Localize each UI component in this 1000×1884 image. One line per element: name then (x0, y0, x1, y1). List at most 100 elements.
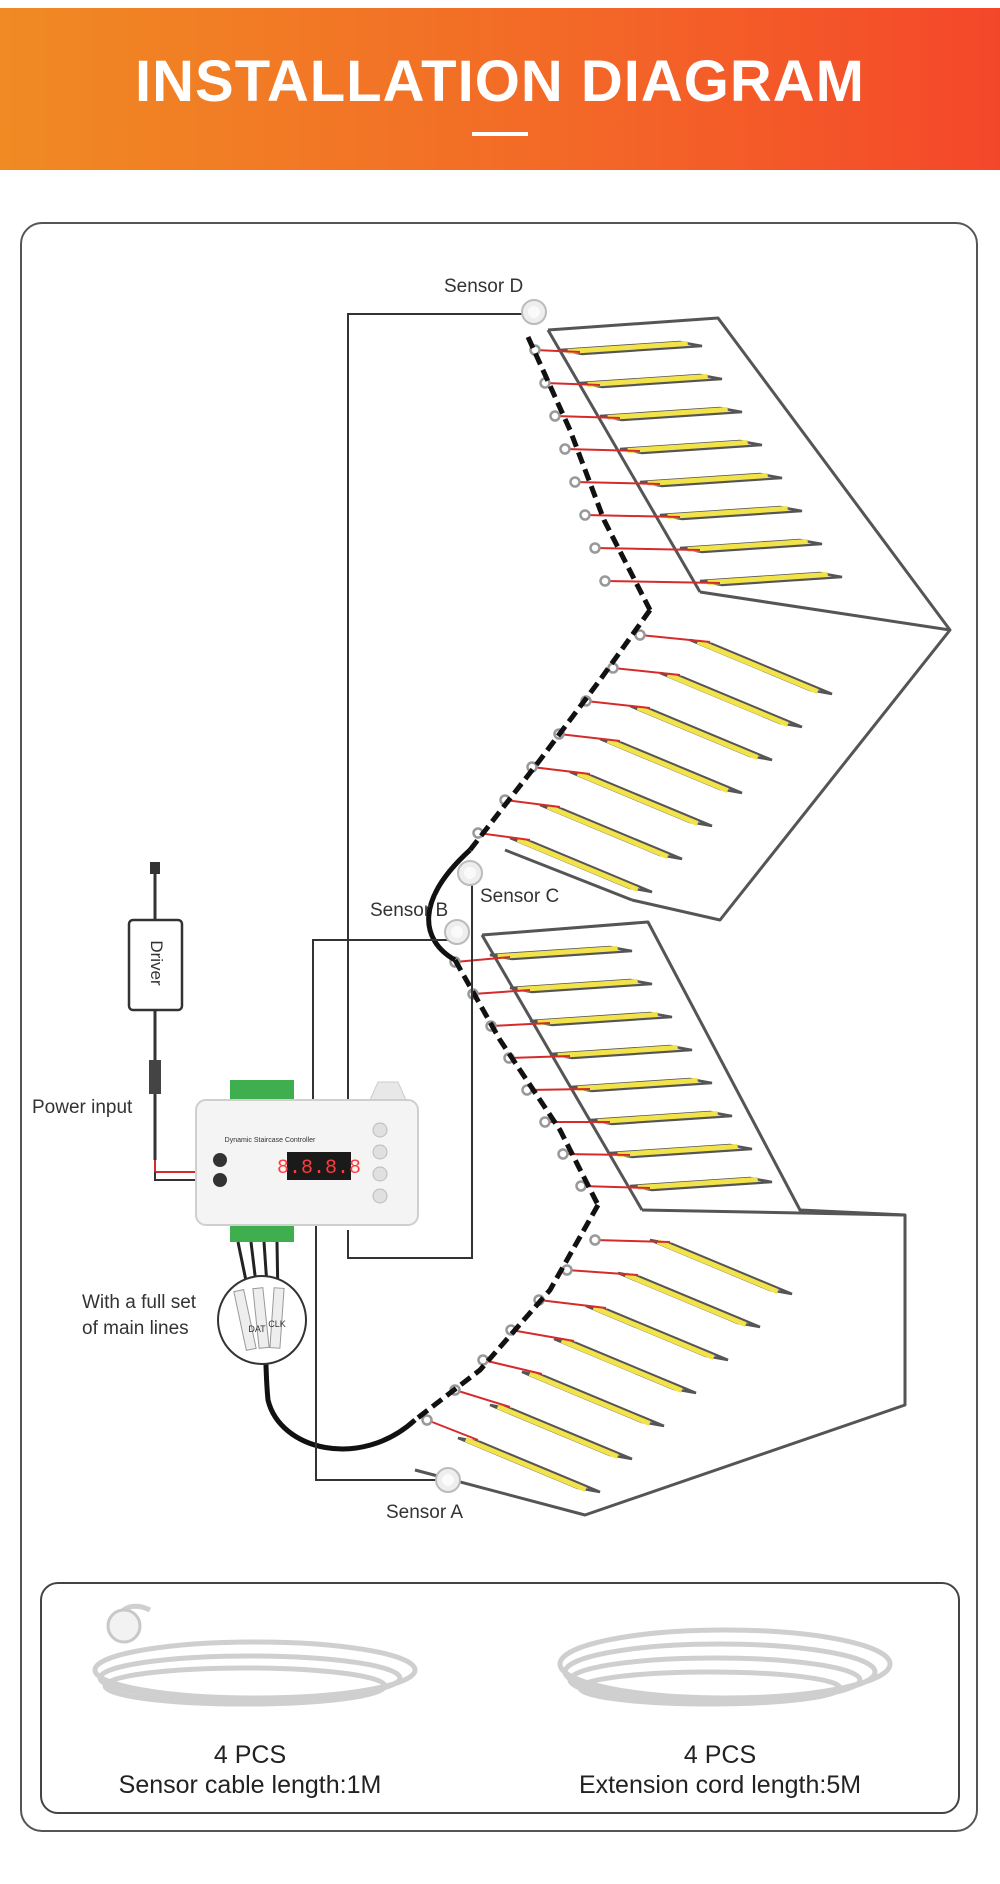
led-strip (647, 473, 768, 487)
red-wire (594, 1239, 671, 1243)
red-wire (510, 1329, 575, 1342)
sensor-d-label: Sensor D (444, 276, 524, 297)
sensor-d-icon (521, 299, 547, 325)
led-strip (627, 440, 748, 454)
sensor-b-icon (444, 919, 470, 945)
connector-node (607, 662, 619, 674)
led-strip (537, 1012, 658, 1026)
red-wire (558, 733, 621, 742)
red-wire (566, 1269, 639, 1276)
led-strip (656, 1239, 779, 1294)
led-strip (528, 1371, 651, 1426)
led-strip (637, 1177, 758, 1191)
led-strip (636, 705, 759, 760)
connector-node (539, 1116, 551, 1128)
red-wire (584, 514, 681, 518)
header-banner: INSTALLATION DIAGRAM (0, 8, 1000, 170)
connector-node (569, 476, 581, 488)
controller-display: 8.8.8.8 (277, 1157, 361, 1180)
led-strip (560, 1338, 683, 1393)
red-wire (564, 448, 641, 452)
accessory-sensor-cable: 4 PCS Sensor cable length:1M (80, 1740, 420, 1800)
main-cable (262, 335, 653, 1452)
connector-node (549, 410, 561, 422)
red-wire (534, 349, 581, 353)
led-strip (597, 1111, 718, 1125)
driver-unit (127, 862, 195, 1181)
connector-node (559, 443, 571, 455)
led-strip (624, 1272, 747, 1327)
upper-stair-outline (504, 316, 952, 922)
led-strip (577, 1078, 698, 1092)
sensor-a-label: Sensor A (386, 1502, 464, 1523)
title-underline (472, 132, 528, 136)
sensor-b-label: Sensor B (370, 900, 449, 921)
main-lines-magnifier (217, 1275, 307, 1365)
led-strip (516, 837, 639, 892)
red-wire (544, 382, 601, 386)
red-wire (508, 1055, 571, 1059)
accessory-sensor-qty: 4 PCS (213, 1741, 287, 1769)
led-strip (567, 341, 688, 355)
led-strip (687, 539, 808, 553)
red-wire (554, 415, 621, 419)
led-strip (517, 979, 638, 993)
red-wire (472, 989, 531, 995)
led-strip (546, 804, 669, 859)
led-strip (576, 771, 699, 826)
red-wire (504, 799, 561, 808)
sensor-c-label: Sensor C (480, 886, 560, 907)
main-lines-label-1: With a full set (82, 1292, 197, 1313)
accessory-extension-cord: 4 PCS Extension cord length:5M (530, 1740, 910, 1800)
red-wire (454, 956, 511, 963)
led-strip (667, 506, 788, 520)
led-strip (617, 1144, 738, 1158)
red-wire (477, 832, 531, 841)
red-wire (490, 1022, 551, 1027)
connector-node (589, 1234, 601, 1246)
accessory-extension-qty: 4 PCS (683, 1741, 757, 1769)
red-wire (639, 634, 711, 643)
red-wire (585, 700, 651, 709)
red-wire (426, 1419, 479, 1441)
controller-name: Dynamic Staircase Controller (225, 1137, 316, 1144)
led-strip (666, 672, 789, 727)
red-wire (538, 1299, 607, 1309)
red-wire (594, 547, 701, 551)
main-lines-label-2: of main lines (82, 1318, 189, 1339)
steps-upper-a (529, 340, 843, 587)
led-strip (607, 407, 728, 421)
lower-stair-outline (414, 920, 907, 1517)
connector-node (589, 542, 601, 554)
red-wire (482, 1359, 543, 1375)
red-wire (604, 580, 721, 584)
driver-label: Driver (147, 940, 166, 986)
led-strip (464, 1437, 587, 1492)
sensor-c-icon (457, 860, 483, 886)
accessory-extension-desc: Extension cord length:5M (578, 1771, 862, 1799)
accessories-frame (40, 1582, 960, 1814)
red-wire (580, 1185, 651, 1189)
led-strip (592, 1305, 715, 1360)
connector-node (421, 1414, 433, 1426)
led-strip (696, 639, 819, 694)
power-input-label: Power input (32, 1097, 133, 1118)
sensor-a-icon (435, 1467, 461, 1493)
red-wire (526, 1088, 591, 1091)
led-strip (497, 946, 618, 960)
led-strip (557, 1045, 678, 1059)
staircase-controller (195, 1080, 419, 1242)
red-wire (574, 481, 661, 485)
connector-node (634, 629, 646, 641)
steps-lower-b (421, 1234, 793, 1494)
connector-node (575, 1180, 587, 1192)
accessory-sensor-desc: Sensor cable length:1M (118, 1771, 382, 1799)
red-wire (454, 1389, 511, 1408)
red-wire (612, 667, 681, 676)
led-strip (587, 374, 708, 388)
page-title: INSTALLATION DIAGRAM (135, 49, 865, 114)
connector-node (557, 1148, 569, 1160)
clk-label: CLK (268, 1319, 286, 1329)
red-wire (531, 766, 591, 775)
